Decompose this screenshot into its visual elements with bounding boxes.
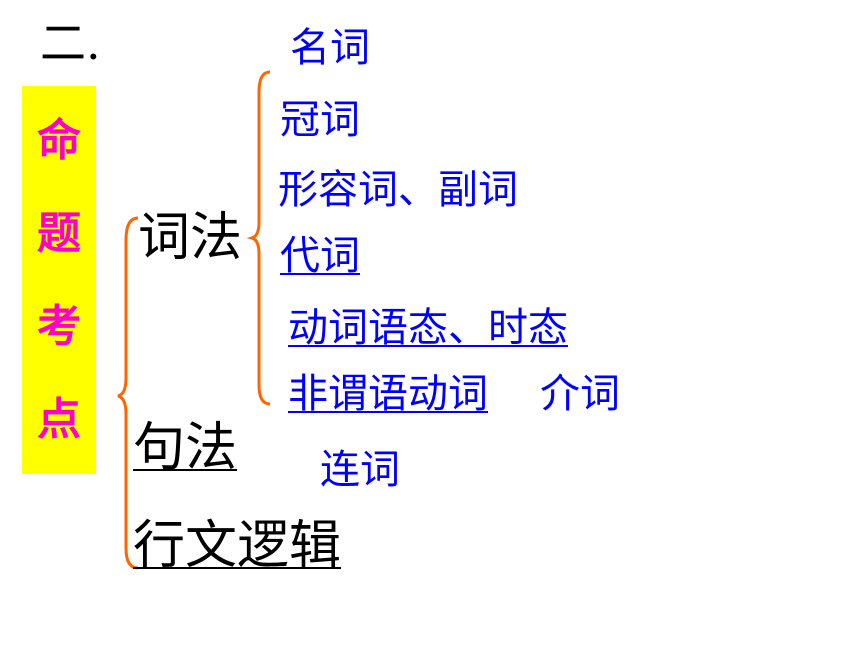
item-verb-voice-tense-link[interactable]: 动词语态、时态 [288,305,568,351]
category-logic[interactable]: 行文逻辑 [133,516,342,576]
section-heading: 二. [40,16,101,70]
category-syntax[interactable]: 句法 [133,418,238,478]
item-noun: 名词 [290,25,370,71]
item-article: 冠词 [280,97,360,143]
item-conjunction: 连词 [320,447,400,493]
badge-char: 题 [37,207,81,259]
item-preposition: 介词 [540,371,620,417]
badge-char: 考 [37,300,81,352]
large-brace [117,216,139,570]
badge-char: 命 [37,114,81,166]
item-pronoun-link[interactable]: 代词 [280,233,360,279]
item-nonfinite-verb-link[interactable]: 非谓语动词 [288,371,488,417]
item-adj-adv: 形容词、副词 [278,167,518,213]
badge-char: 点 [37,393,81,445]
exam-points-badge: 命 题 考 点 [22,86,96,474]
category-lexis: 词法 [138,208,243,268]
small-brace [246,70,271,406]
